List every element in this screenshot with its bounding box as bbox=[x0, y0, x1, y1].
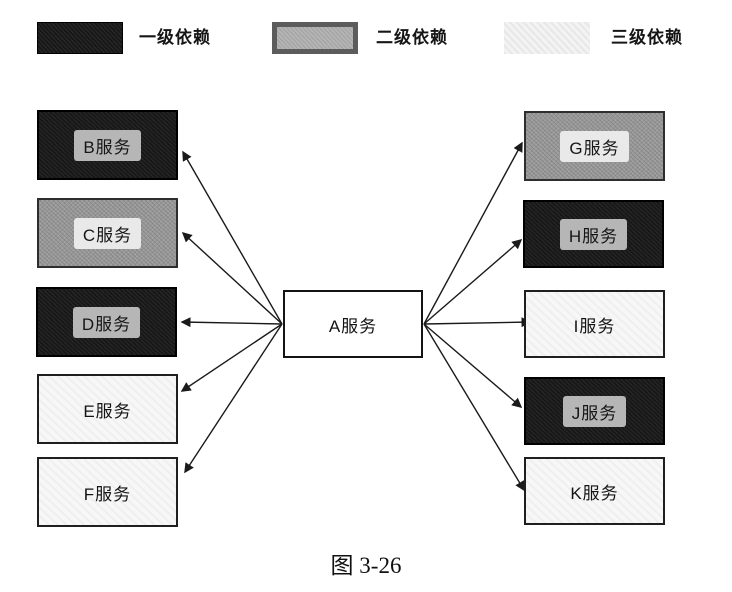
service-label-i: I服务 bbox=[573, 316, 616, 336]
service-box-e: E服务 bbox=[37, 374, 178, 444]
service-box-h: H服务 bbox=[523, 200, 664, 268]
service-label-g: G服务 bbox=[560, 130, 629, 162]
legend-swatch-level1 bbox=[37, 22, 123, 54]
service-label-j: J服务 bbox=[562, 395, 627, 427]
legend-label-level3: 三级依赖 bbox=[611, 28, 683, 47]
arrow-a-to-j bbox=[423, 323, 523, 408]
arrow-a-to-b bbox=[182, 150, 283, 325]
service-box-j: J服务 bbox=[524, 377, 665, 445]
service-label-b: B服务 bbox=[74, 129, 141, 161]
arrow-a-to-g bbox=[423, 141, 523, 325]
figure-caption: 图 3-26 bbox=[330, 553, 402, 578]
legend-label-level2: 二级依赖 bbox=[376, 28, 448, 47]
service-box-d: D服务 bbox=[36, 287, 177, 357]
arrow-a-to-c bbox=[181, 231, 283, 325]
service-box-c: C服务 bbox=[37, 198, 178, 268]
arrow-a-to-h bbox=[423, 239, 523, 325]
service-label-a: A服务 bbox=[328, 316, 378, 336]
service-box-k: K服务 bbox=[524, 457, 665, 525]
service-label-c: C服务 bbox=[73, 217, 142, 249]
service-label-e: E服务 bbox=[83, 401, 132, 421]
service-box-b: B服务 bbox=[37, 110, 178, 180]
arrow-a-to-k bbox=[423, 323, 525, 492]
service-box-a: A服务 bbox=[283, 290, 423, 358]
arrow-a-to-f bbox=[184, 323, 283, 474]
service-label-h: H服务 bbox=[559, 218, 628, 250]
arrow-a-to-d bbox=[180, 317, 283, 328]
service-label-k: K服务 bbox=[570, 483, 619, 503]
legend-swatch-level2 bbox=[272, 22, 358, 54]
service-box-g: G服务 bbox=[524, 111, 665, 181]
service-label-d: D服务 bbox=[72, 306, 141, 338]
service-box-i: I服务 bbox=[524, 290, 665, 358]
service-label-f: F服务 bbox=[83, 484, 132, 504]
service-box-f: F服务 bbox=[37, 457, 178, 527]
arrow-a-to-i bbox=[423, 317, 532, 328]
legend-swatch-level3 bbox=[504, 22, 590, 54]
arrow-a-to-e bbox=[180, 323, 283, 392]
legend-label-level1: 一级依赖 bbox=[139, 28, 211, 47]
